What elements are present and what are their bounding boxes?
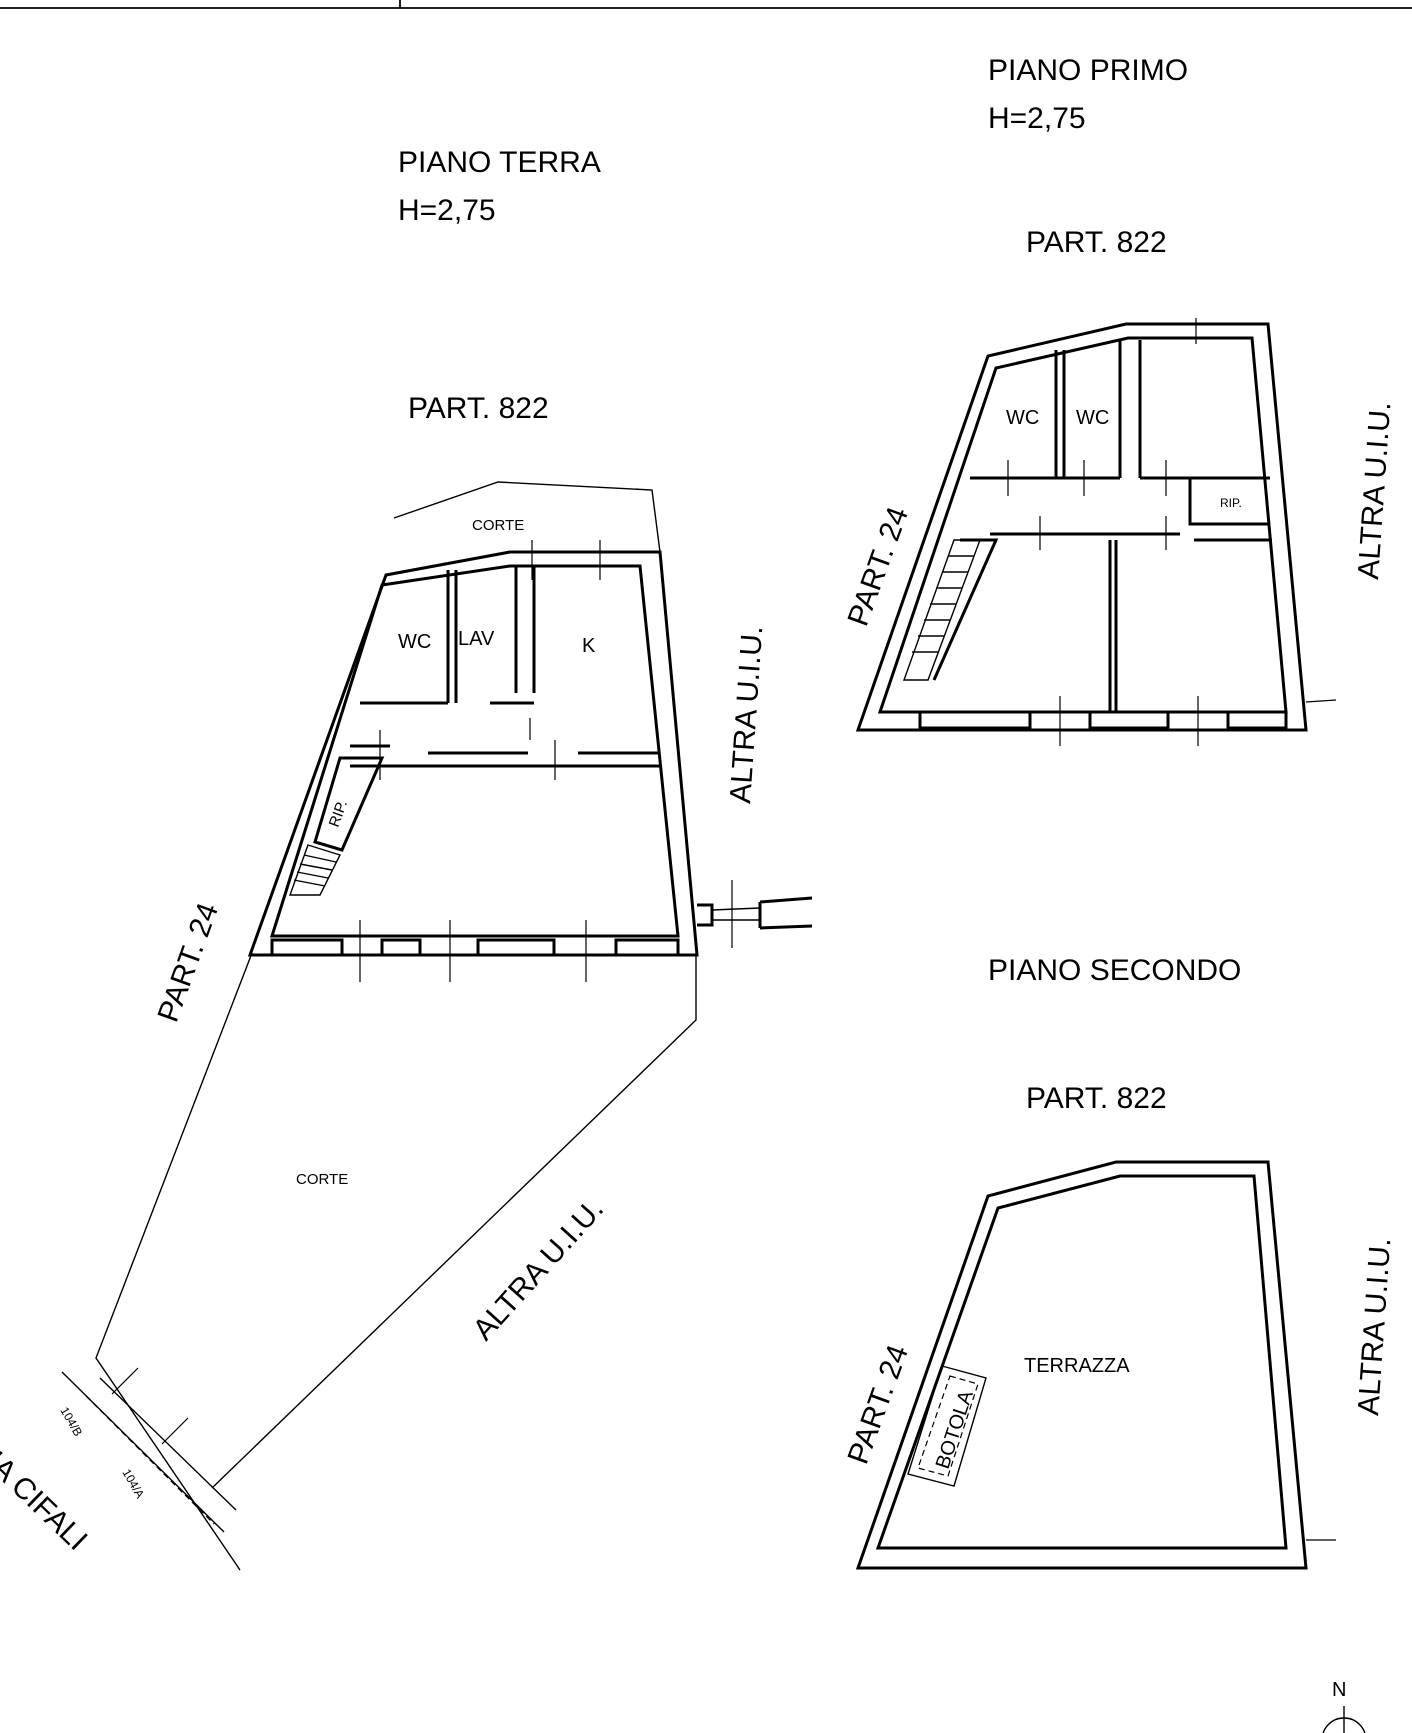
- first-floor-room-wc-2: WC: [1076, 407, 1109, 429]
- room-lav-label: LAV: [458, 628, 495, 650]
- second-floor-parcel-north: PART. 822: [1026, 1082, 1167, 1115]
- second-floor-neighbor-east: ALTRA U.I.U.: [1352, 1237, 1397, 1417]
- room-wc-label: WC: [398, 631, 431, 653]
- first-floor-windows: [918, 318, 1337, 746]
- ground-floor-height: H=2,75: [398, 194, 496, 227]
- hatch-outline: [907, 1365, 987, 1487]
- ground-floor-parcel-west: PART. 24: [152, 899, 225, 1027]
- ground-floor-south-windows: [270, 540, 680, 982]
- ground-floor-plan: PIANO TERRA H=2,75 PART. 822 CORTE CORTE: [0, 146, 813, 1571]
- ground-floor-stairs: [289, 844, 341, 896]
- room-k-label: K: [582, 635, 596, 657]
- north-arrow: N: [1322, 1679, 1366, 1733]
- first-floor-plan: PIANO PRIMO H=2,75 PART. 822: [842, 54, 1397, 746]
- first-floor-parcel-west: PART. 24: [842, 503, 915, 631]
- street-name: VIA CIFALI: [0, 1431, 94, 1557]
- ground-floor-neighbor-south: ALTRA U.I.U.: [467, 1192, 611, 1346]
- first-floor-room-rip: RIP.: [1220, 496, 1242, 510]
- room-rip-label: RIP.: [326, 798, 351, 829]
- court-south-label: CORTE: [296, 1171, 348, 1188]
- first-floor-neighbor-east: ALTRA U.I.U.: [1352, 401, 1397, 581]
- terrace-label: TERRAZZA: [1024, 1355, 1130, 1377]
- court-south-outline: [95, 952, 697, 1571]
- ground-floor-east-door: [697, 880, 813, 948]
- first-floor-room-wc-1: WC: [1006, 407, 1039, 429]
- second-floor-plan: PIANO SECONDO PART. 822 BOTOLA TERRAZZA …: [842, 954, 1397, 1570]
- first-floor-height: H=2,75: [988, 102, 1086, 135]
- first-floor-outer-wall: [855, 322, 1308, 732]
- street-frontage: [61, 1367, 237, 1533]
- ground-floor-title: PIANO TERRA: [398, 146, 601, 179]
- first-floor-partitions: [932, 340, 1272, 712]
- ground-floor-inner-wall: [269, 564, 680, 938]
- first-floor-title: PIANO PRIMO: [988, 54, 1188, 87]
- ground-floor-partitions: [313, 566, 660, 852]
- second-floor-title: PIANO SECONDO: [988, 954, 1241, 987]
- second-floor-inner-wall: [875, 1174, 1288, 1550]
- court-north-label: CORTE: [472, 517, 524, 534]
- ground-floor-parcel-north: PART. 822: [408, 392, 549, 425]
- court-north-outline: [393, 481, 661, 553]
- civic-number-b: 104/B: [57, 1405, 85, 1439]
- ground-floor-neighbor-east: ALTRA U.I.U.: [724, 625, 769, 805]
- civic-number-a: 104/A: [119, 1467, 147, 1501]
- first-floor-inner-wall: [877, 336, 1288, 714]
- sheet-frame: [0, 0, 1412, 9]
- north-arrow-label: N: [1332, 1679, 1346, 1701]
- first-floor-parcel-north: PART. 822: [1026, 226, 1167, 259]
- second-floor-outer-wall: [855, 1160, 1308, 1570]
- first-floor-stairs: [903, 539, 982, 681]
- second-floor-parcel-west: PART. 24: [842, 1341, 915, 1469]
